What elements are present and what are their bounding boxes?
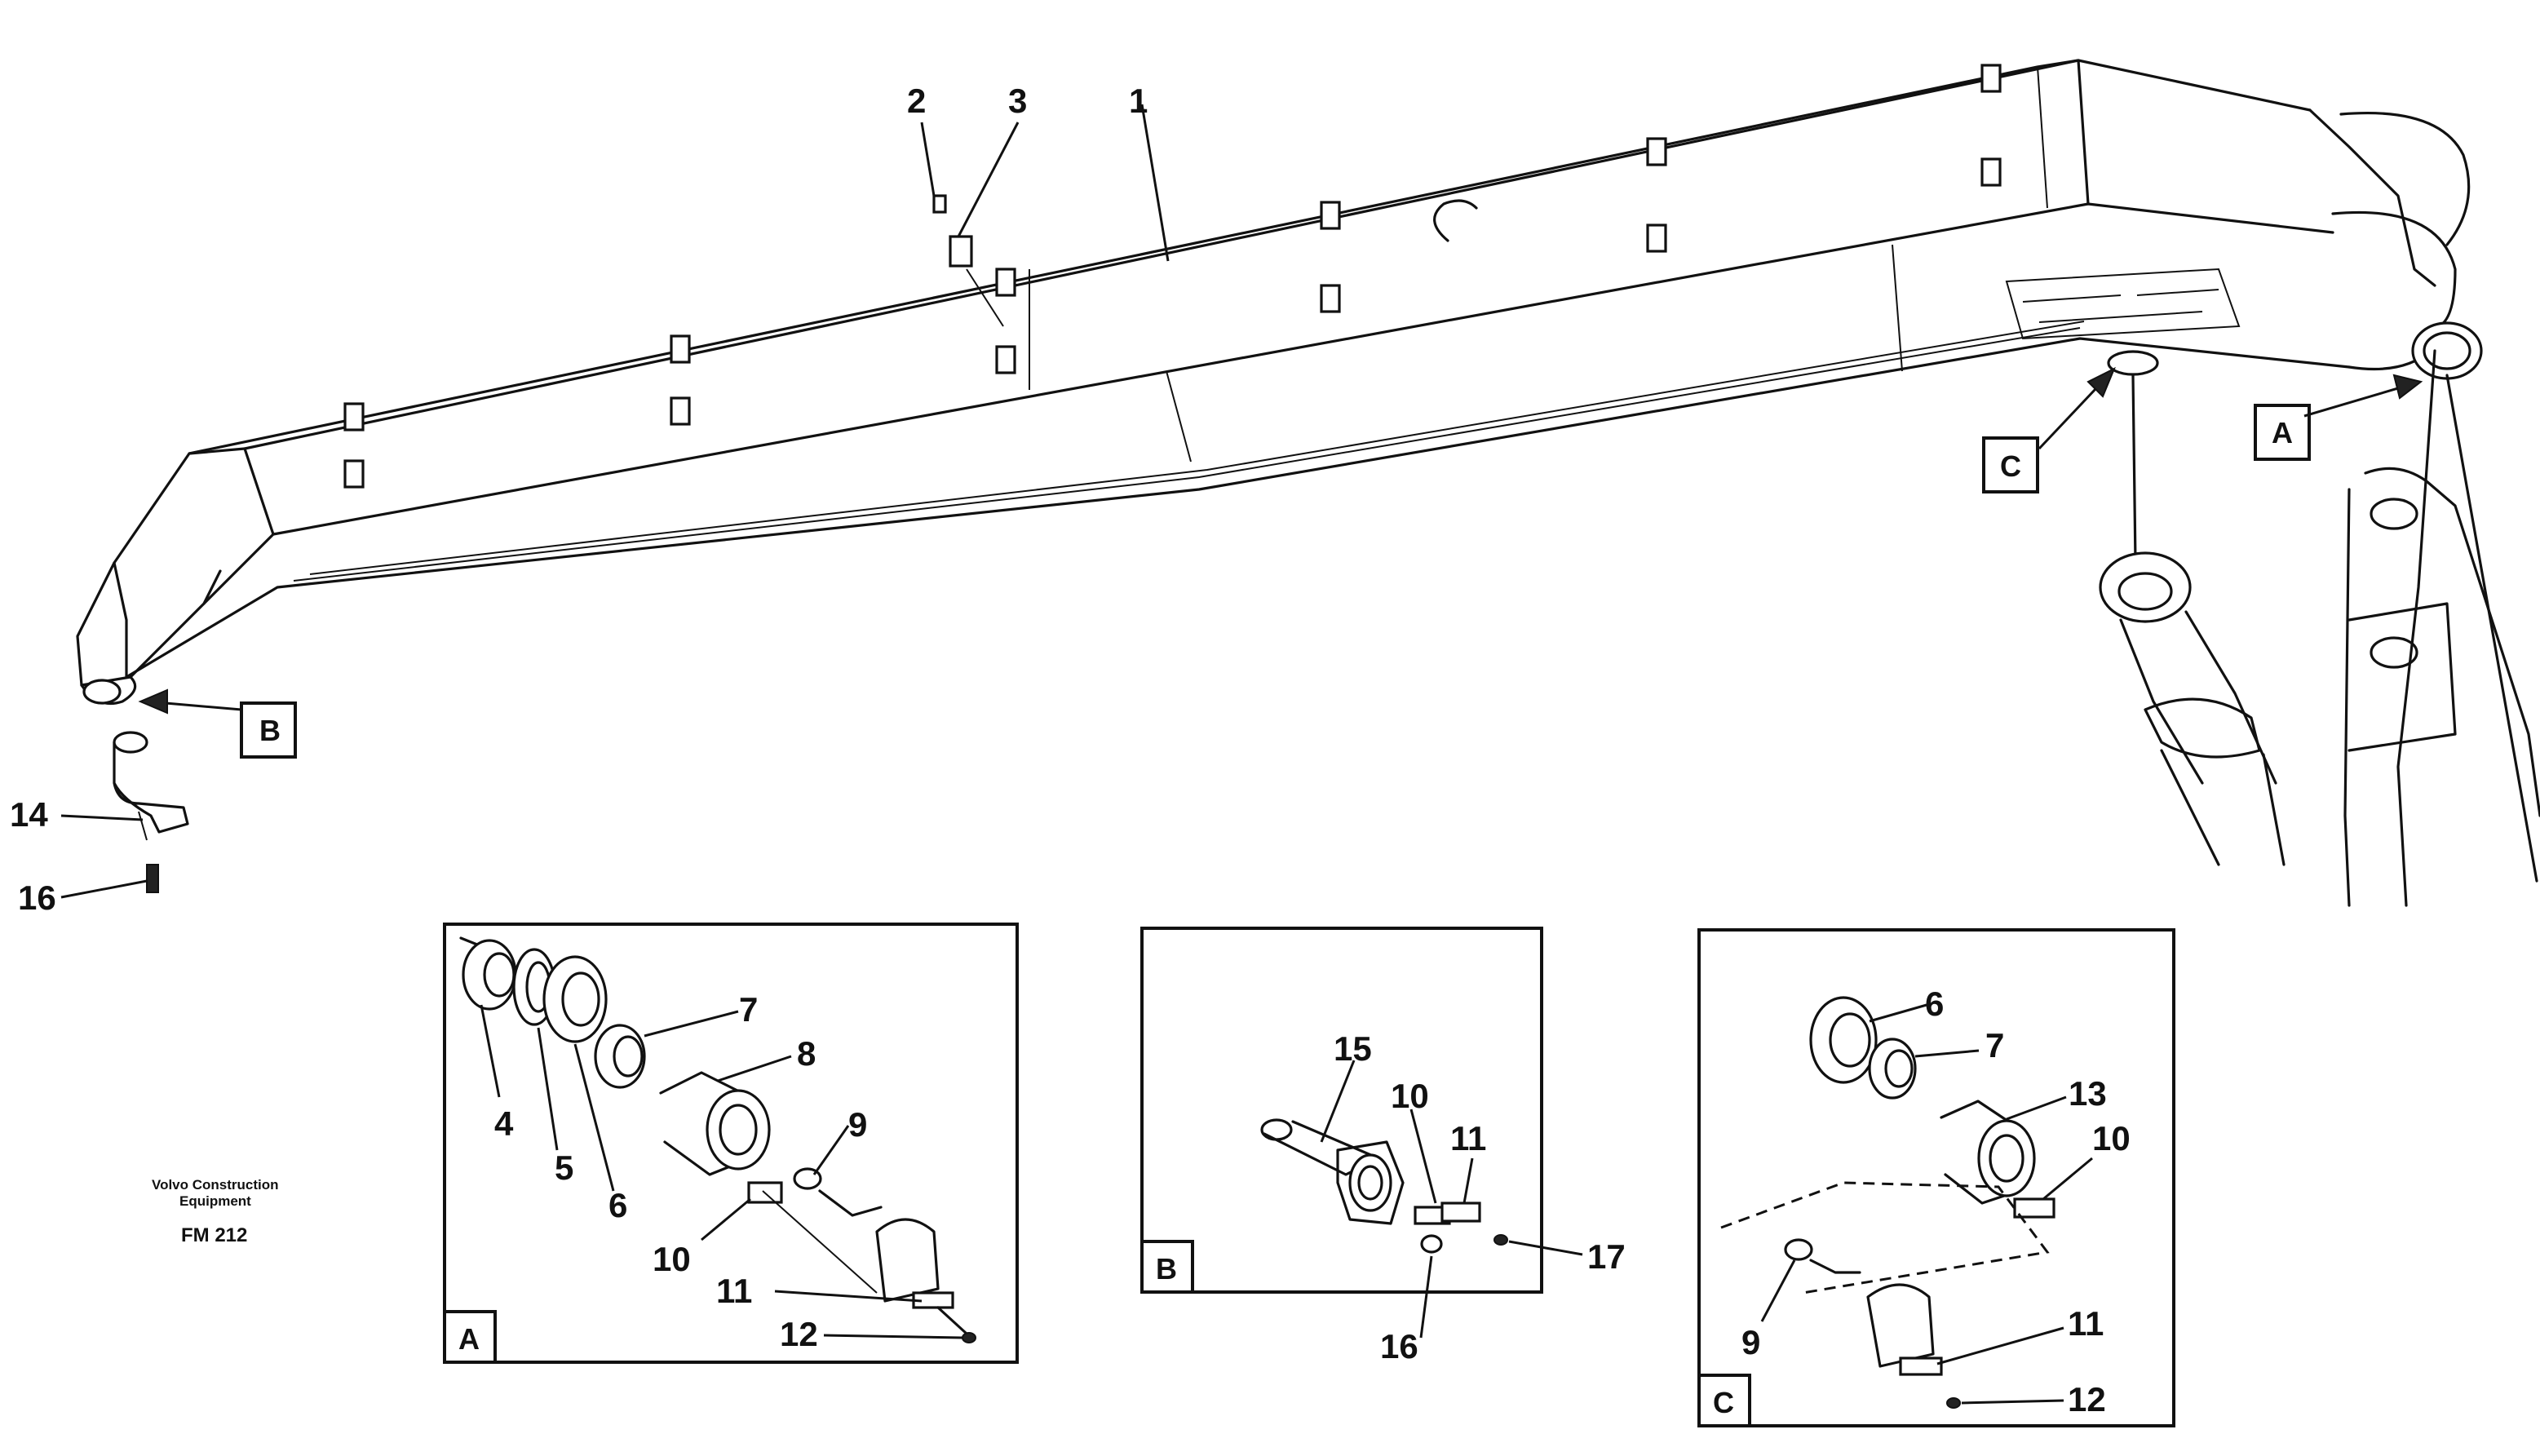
detail-panel-c: C 6 7 13 10 9 11 12 — [1697, 928, 2175, 1427]
detail-a-tag: A — [458, 1322, 480, 1356]
detail-a-callout-5: 5 — [555, 1148, 573, 1187]
detail-c-callout-7: 7 — [1985, 1026, 2004, 1064]
hose-clamps — [343, 64, 2002, 489]
detail-c-callout-9: 9 — [1741, 1323, 1760, 1361]
detail-b-callout-11: 11 — [1450, 1119, 1486, 1157]
view-tag-c-box — [1982, 436, 2039, 493]
callout-2: 2 — [907, 82, 926, 120]
grease-nipple-part-16 — [146, 864, 159, 893]
lift-cylinder — [2099, 374, 2286, 866]
detail-b-callout-15: 15 — [1334, 1029, 1372, 1068]
view-tag-a-box — [2254, 404, 2311, 461]
detail-c-callout-6: 6 — [1925, 985, 1944, 1023]
detail-panel-a: A 4 — [443, 923, 1019, 1364]
callout-14: 14 — [10, 795, 48, 834]
detail-b-callout-10: 10 — [1391, 1077, 1429, 1115]
lift-cylinder-pin-boss — [2107, 350, 2159, 376]
detail-a-callout-11: 11 — [716, 1272, 752, 1310]
detail-c-callout-10: 10 — [2092, 1119, 2131, 1157]
caption-line-2: Equipment — [179, 1193, 251, 1209]
callout-16: 16 — [18, 878, 56, 917]
caption-line-1: Volvo Construction — [152, 1177, 279, 1193]
callout-3: 3 — [1008, 82, 1027, 120]
detail-c-callout-13: 13 — [2069, 1074, 2107, 1113]
caption-code: FM 212 — [181, 1224, 247, 1246]
detail-a-callout-7: 7 — [739, 990, 758, 1029]
clamp-part-3 — [949, 235, 973, 268]
detail-b-tag: B — [1156, 1252, 1177, 1286]
view-tag-c: C — [2000, 449, 2021, 483]
callout-1: 1 — [1129, 82, 1148, 120]
detail-c-callout-11: 11 — [2068, 1304, 2104, 1343]
detail-a-callout-6: 6 — [608, 1186, 627, 1224]
view-pointers — [138, 366, 2423, 715]
clamp-bolt-part-2 — [932, 194, 947, 214]
detail-b-callout-17: 17 — [1587, 1237, 1626, 1276]
nose-bracket-part-14 — [113, 731, 189, 893]
view-tag-b: B — [259, 714, 281, 747]
detail-a-callout-12: 12 — [780, 1315, 818, 1353]
detail-panel-b: B 15 10 11 16 17 — [1140, 927, 1626, 1365]
view-tag-a: A — [2272, 416, 2293, 449]
detail-b-callout-16: 16 — [1380, 1327, 1418, 1365]
frame-bracket — [2343, 349, 2540, 907]
detail-c-callout-12: 12 — [2068, 1380, 2106, 1418]
view-tag-b-box — [240, 701, 297, 759]
detail-c-tag: C — [1713, 1386, 1734, 1419]
detail-a-callout-8: 8 — [797, 1034, 816, 1073]
detail-a-callout-10: 10 — [653, 1240, 691, 1278]
main-leaders — [60, 104, 1170, 899]
detail-a-callout-9: 9 — [848, 1105, 867, 1144]
detail-a-callout-4: 4 — [494, 1104, 514, 1143]
nose-pin-hole — [82, 679, 122, 705]
boom-assembly — [76, 59, 2483, 706]
